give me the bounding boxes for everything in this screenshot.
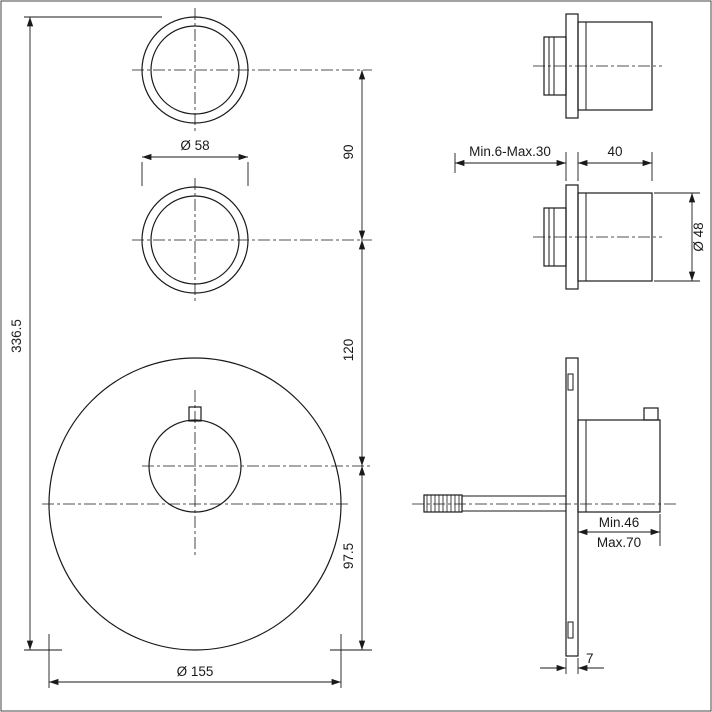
dim-label-knob-depth: 40: [607, 144, 622, 159]
dim-label-rough-in-max: Max.70: [597, 535, 641, 550]
dim-label-wall-depth: Min.6-Max.30: [469, 144, 551, 159]
dimension-total-height: 336.5: [9, 16, 162, 651]
plate-circle: [48, 357, 342, 651]
dimension-vertical-chain: 90 120 97.5: [330, 70, 372, 651]
dimension-plate-thickness: 7: [540, 651, 604, 674]
dim-label-rough-in-min: Min.46: [599, 515, 640, 530]
handle-lever-stub: [188, 406, 202, 422]
plate-screw-slot-top: [567, 373, 574, 391]
front-view: [42, 8, 372, 651]
dimension-plate-diameter: Ø 155: [48, 634, 342, 688]
handle-lever-stub-side: [643, 407, 659, 421]
plate-side: [565, 357, 579, 657]
dim-label-plate-thickness: 7: [586, 651, 594, 666]
dimension-rough-in: Min.46 Max.70: [578, 514, 661, 550]
dim-label-plate-diameter: Ø 155: [177, 664, 214, 679]
plate-screw-slot-bottom: [567, 621, 574, 639]
side-view-knob-top: [533, 13, 662, 119]
knob-bottom-inner: [150, 195, 240, 285]
knob-body: [577, 21, 653, 111]
knob-top-outer: [141, 16, 249, 124]
knob-top-inner: [150, 25, 240, 115]
dim-label-total-height: 336.5: [9, 319, 24, 353]
dim-label-knob-diameter: Ø 58: [180, 138, 209, 153]
handle-circle: [148, 419, 242, 513]
knob-body: [577, 192, 653, 282]
knob-bottom-outer: [141, 186, 249, 294]
side-view-knob-middle: [533, 184, 662, 290]
dim-label-knob-to-handle: 120: [341, 339, 356, 362]
dim-label-knob-spacing: 90: [341, 144, 356, 159]
dimension-knob-depth: 40: [577, 144, 653, 181]
dimension-knob-diameter: Ø 58: [141, 138, 249, 186]
dim-label-knob-body-diameter: Ø 48: [691, 222, 706, 251]
dim-label-handle-to-bottom: 97.5: [341, 543, 356, 569]
dimension-wall-depth: Min.6-Max.30: [454, 144, 567, 181]
dimension-knob-body-diameter: Ø 48: [654, 192, 706, 282]
handle-body-side: [577, 419, 661, 513]
side-view-plate: [412, 357, 676, 657]
